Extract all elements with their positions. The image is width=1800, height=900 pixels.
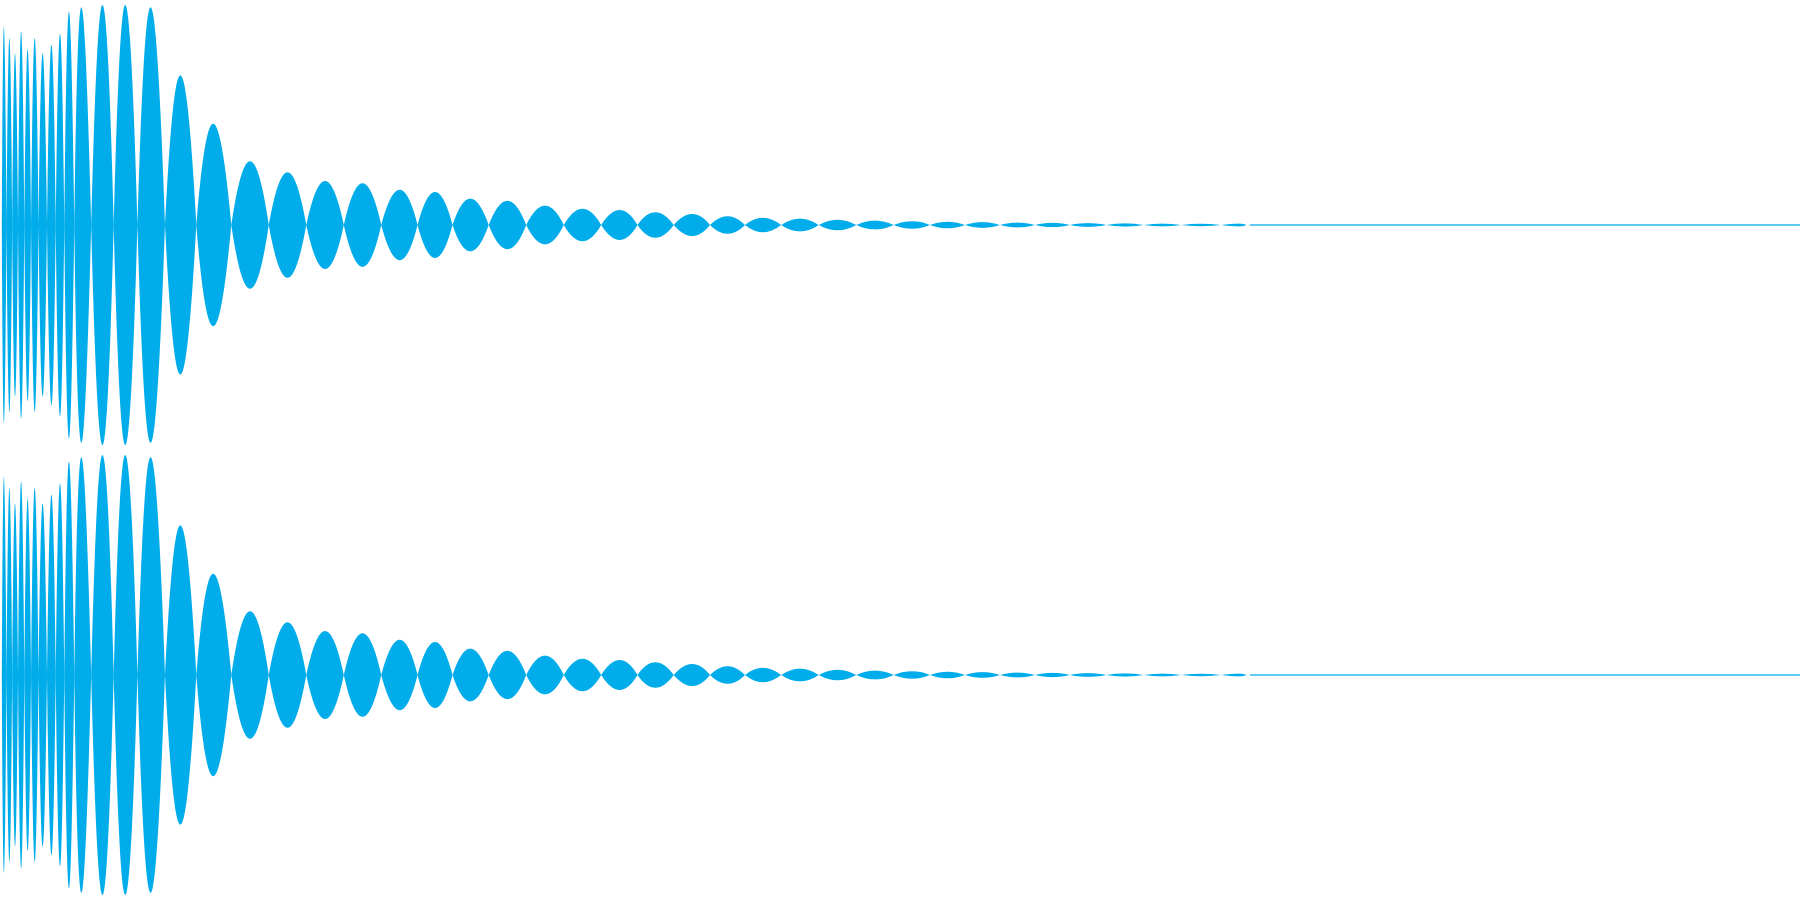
waveform-right-lobe: [343, 633, 382, 717]
waveform-left-lobe: [1221, 223, 1247, 227]
waveform-left-lobe: [452, 198, 489, 252]
waveform-left-lobe: [164, 75, 197, 375]
waveform-right-lobe: [64, 461, 75, 889]
waveform-right-lobe: [526, 655, 564, 695]
waveform-right-lobe: [24, 499, 32, 851]
waveform-right-lobe: [781, 668, 819, 682]
waveform-left-lobe: [1106, 223, 1144, 227]
waveform-right-lobe: [1181, 673, 1222, 677]
waveform-left-svg: [1, 5, 1800, 445]
waveform-right-lobe: [1143, 673, 1182, 677]
waveform-left-lobe: [31, 38, 39, 412]
waveform-left-lobe: [268, 172, 307, 278]
waveform-right-lobe: [710, 666, 746, 684]
waveform-left-lobe: [306, 181, 344, 269]
waveform-right-lobe: [231, 611, 269, 739]
waveform-left-lobe: [381, 189, 418, 261]
waveform-right-lobe: [929, 671, 965, 679]
waveform-left-lobe: [343, 183, 382, 267]
waveform-left-lobe: [91, 5, 114, 445]
waveform-left-lobe: [856, 220, 894, 230]
waveform-right-lobe: [964, 672, 1000, 678]
waveform-left-lobe: [24, 49, 32, 401]
waveform-right-lobe: [6, 488, 13, 862]
waveform-right-lobe: [488, 650, 527, 700]
waveform-right-lobe: [818, 669, 857, 681]
waveform-left-lobe: [74, 7, 92, 443]
waveform-left-lobe: [781, 218, 819, 232]
waveform-right-lobe: [12, 503, 18, 847]
waveform-right-lobe: [637, 662, 674, 688]
waveform-left-lobe: [6, 38, 13, 412]
waveform-left-lobe: [231, 161, 269, 289]
waveform-right-lobe: [1221, 673, 1247, 677]
waveform-left-lobe: [46, 44, 56, 406]
waveform-left-lobe: [196, 123, 232, 327]
waveform-left-lobe: [710, 216, 746, 234]
waveform-right-svg: [1, 455, 1800, 895]
waveform-left-lobe: [38, 53, 47, 397]
waveform-left-lobe: [893, 221, 930, 229]
waveform-right-lobe: [745, 667, 782, 683]
waveform-right-lobe: [31, 488, 39, 862]
waveform-left-lobe: [1035, 222, 1071, 228]
waveform-right-lobe: [113, 455, 138, 895]
waveform-channel-right[interactable]: [0, 450, 1800, 900]
waveform-right-lobe: [1106, 673, 1144, 677]
waveform-left-lobe: [12, 53, 18, 397]
waveform-right-lobe: [164, 525, 197, 825]
waveform-right-lobe: [18, 481, 25, 869]
waveform-left-lobe: [18, 31, 25, 419]
waveform-right-lobe: [91, 455, 114, 895]
waveform-right-lobe: [999, 672, 1035, 678]
waveform-right-lobe: [673, 664, 711, 686]
waveform-right-lobe: [55, 483, 65, 867]
waveform-left-lobe: [929, 221, 965, 229]
waveform-right-lobe: [601, 660, 638, 690]
waveform-left-lobe: [563, 208, 602, 242]
waveform-right-lobe: [268, 622, 307, 728]
waveform-left-lobe: [417, 192, 453, 258]
waveform-left-lobe: [1143, 223, 1182, 227]
waveform-left-lobe: [1181, 223, 1222, 227]
waveform-left-lobe: [818, 219, 857, 231]
waveform-right-lobe: [1070, 673, 1107, 677]
waveform-right-lobe: [417, 642, 453, 708]
waveform-channel-left[interactable]: [0, 0, 1800, 450]
waveform-left-lobe: [526, 205, 564, 245]
waveform-left-lobe: [964, 222, 1000, 228]
waveform-left-lobe: [745, 217, 782, 233]
waveform-right-lobe: [856, 670, 894, 680]
waveform-left-lobe: [113, 5, 138, 445]
waveform-right-lobe: [74, 457, 92, 893]
waveform-right-lobe: [1, 477, 7, 873]
waveform-right-lobe: [452, 648, 489, 702]
waveform-left-lobe: [64, 11, 75, 439]
waveform-right-lobe: [381, 639, 418, 711]
waveform-right-lobe: [196, 573, 232, 777]
waveform-left-lobe: [601, 210, 638, 240]
waveform-left-lobe: [637, 212, 674, 238]
waveform-right-lobe: [137, 457, 165, 893]
waveform-left-lobe: [488, 200, 527, 250]
waveform-right-lobe: [306, 631, 344, 719]
waveform-left-lobe: [137, 7, 165, 443]
waveform-left-lobe: [999, 222, 1035, 228]
waveform-right-lobe: [563, 658, 602, 692]
waveform-right-lobe: [38, 503, 47, 847]
waveform-right-lobe: [46, 494, 56, 856]
waveform-left-lobe: [673, 214, 711, 236]
waveform-right-lobe: [1035, 672, 1071, 678]
waveform-left-lobe: [1070, 223, 1107, 227]
waveform-right-lobe: [893, 671, 930, 679]
waveform-left-lobe: [55, 33, 65, 417]
waveform-left-lobe: [1, 27, 7, 423]
